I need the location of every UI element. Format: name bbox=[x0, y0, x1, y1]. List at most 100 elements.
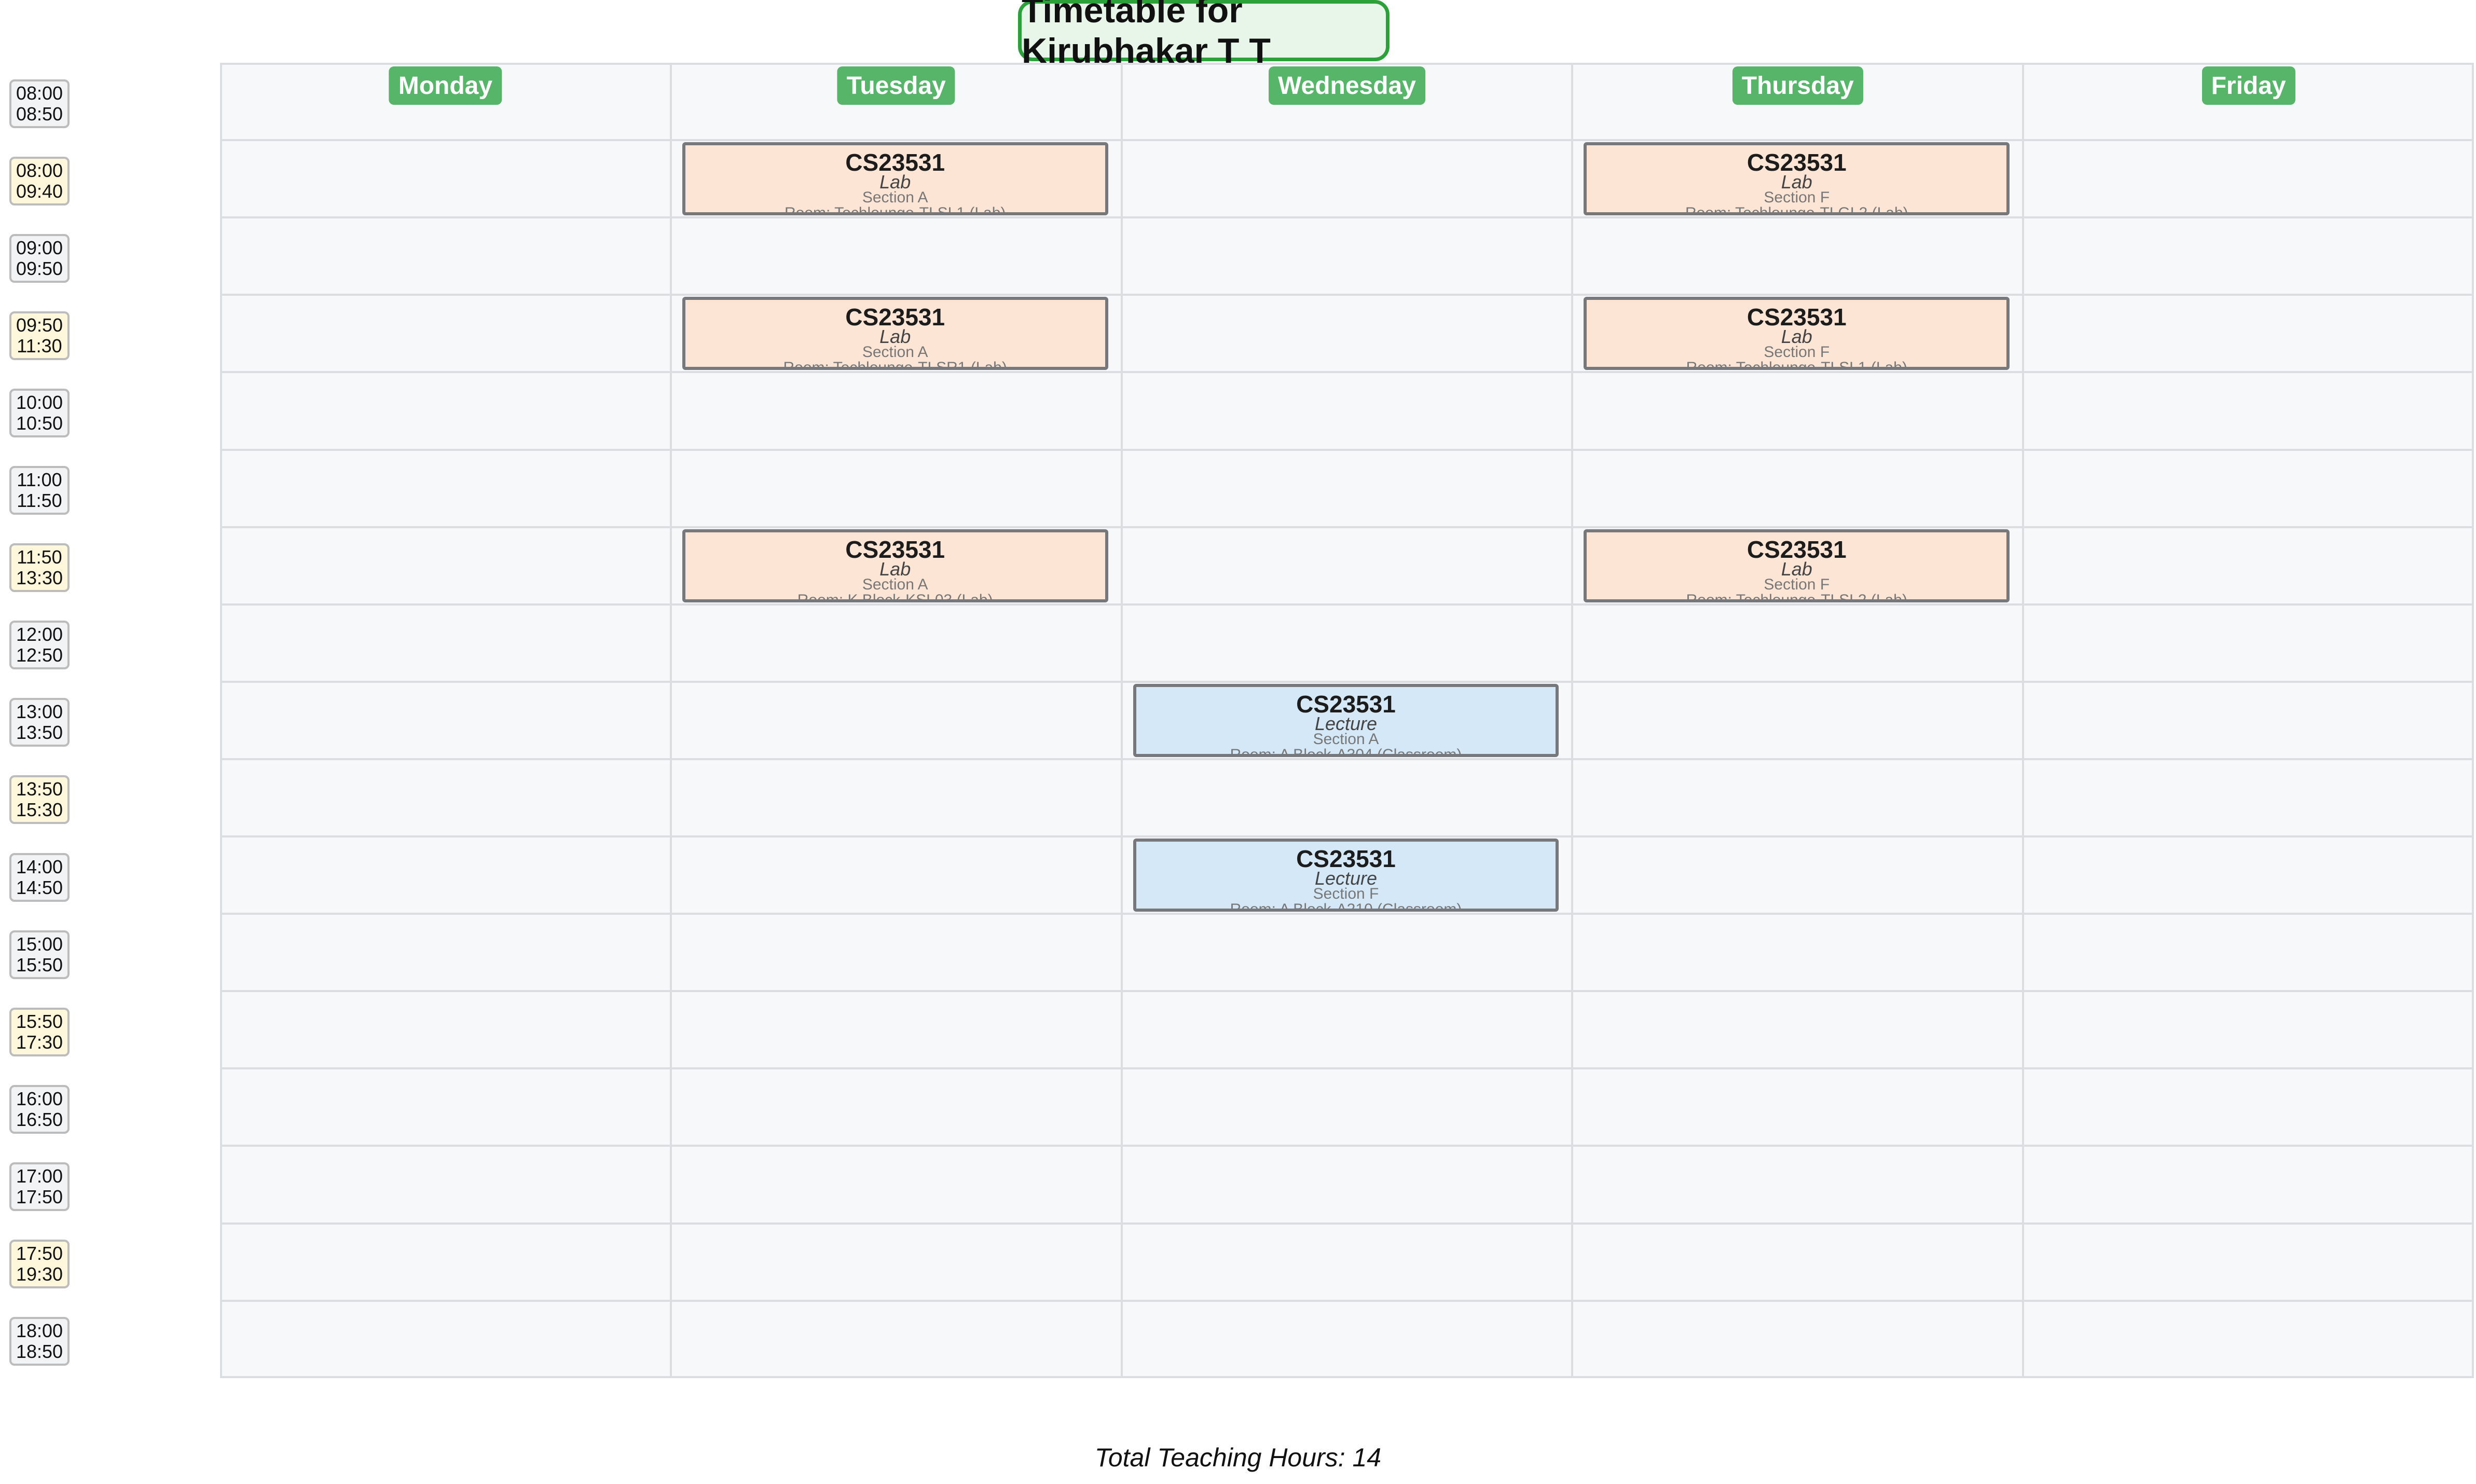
class-room: Room: K Block-KSL03 (Lab) bbox=[797, 591, 993, 602]
time-slot-start: 17:50 bbox=[16, 1243, 63, 1265]
day-header-monday: Monday bbox=[389, 66, 502, 105]
time-slot-start: 14:00 bbox=[16, 856, 63, 877]
day-header-tuesday: Tuesday bbox=[837, 66, 955, 105]
time-slot-start: 09:50 bbox=[16, 314, 63, 336]
grid-row-divider bbox=[220, 526, 2474, 528]
class-code: CS23531 bbox=[845, 149, 945, 176]
time-slot-end: 11:30 bbox=[17, 335, 62, 356]
class-type: Lab bbox=[879, 558, 911, 580]
time-slot-end: 13:50 bbox=[16, 722, 63, 744]
time-slot-end: 16:50 bbox=[16, 1108, 63, 1130]
class-room: Room: Techlounge-TLSL2 (Lab) bbox=[1686, 591, 1907, 602]
class-section: Section A bbox=[1313, 730, 1379, 748]
grid-column-divider bbox=[1120, 63, 1123, 1378]
time-slot-start: 18:00 bbox=[16, 1320, 63, 1342]
class-section: Section A bbox=[862, 575, 928, 593]
time-slot-start: 12:00 bbox=[16, 624, 63, 645]
class-section: Section A bbox=[862, 189, 928, 207]
class-type: Lab bbox=[1781, 558, 1812, 580]
grid-column-divider bbox=[1571, 63, 1574, 1378]
grid-row-divider bbox=[220, 603, 2474, 606]
time-slot-start: 11:00 bbox=[17, 469, 62, 491]
class-code: CS23531 bbox=[845, 304, 945, 331]
time-slot-end: 12:50 bbox=[16, 644, 63, 666]
class-type: Lab bbox=[1781, 326, 1812, 348]
day-header-thursday: Thursday bbox=[1732, 66, 1863, 105]
time-slot-end: 11:50 bbox=[17, 490, 62, 512]
class-section: Section F bbox=[1764, 189, 1830, 207]
time-slot-start: 15:00 bbox=[16, 933, 63, 955]
class-section: Section A bbox=[862, 343, 928, 361]
time-slot-end: 10:50 bbox=[16, 412, 63, 434]
class-type: Lab bbox=[879, 171, 911, 193]
class-room: Room: Techlounge-TLSR1 (Lab) bbox=[783, 359, 1007, 370]
class-room: Room: Techlounge-TLSL1 (Lab) bbox=[785, 204, 1006, 216]
time-slot-start: 17:00 bbox=[16, 1165, 63, 1187]
grid-row-divider bbox=[220, 1222, 2474, 1225]
time-slot-start: 09:00 bbox=[16, 237, 63, 258]
time-slot-end: 17:50 bbox=[16, 1186, 63, 1207]
class-room: Room: Techlounge-TLGL2 (Lab) bbox=[1685, 204, 1908, 216]
time-slot-start: 13:00 bbox=[16, 701, 63, 723]
time-slot-end: 09:50 bbox=[16, 257, 63, 279]
class-section: Section F bbox=[1764, 343, 1830, 361]
grid-column-divider bbox=[2022, 63, 2025, 1378]
grid-row-divider bbox=[220, 448, 2474, 451]
time-slot-end: 08:50 bbox=[16, 103, 63, 125]
time-slot-end: 17:30 bbox=[16, 1031, 63, 1053]
day-header-friday: Friday bbox=[2202, 66, 2295, 105]
class-section: Section F bbox=[1764, 575, 1830, 593]
time-slot-start: 08:00 bbox=[16, 159, 63, 181]
class-room: Room: Techlounge-TLSL1 (Lab) bbox=[1686, 359, 1907, 370]
page-title: Timetable for Kirubhakar T T bbox=[1018, 0, 1390, 71]
time-slot-end: 15:30 bbox=[16, 799, 63, 821]
day-header-wednesday: Wednesday bbox=[1269, 66, 1425, 105]
grid-row-divider bbox=[220, 680, 2474, 683]
grid-row-divider bbox=[220, 139, 2474, 142]
time-slot-end: 13:30 bbox=[16, 567, 63, 589]
time-slot-start: 08:00 bbox=[16, 82, 63, 104]
time-slot-start: 10:00 bbox=[16, 391, 63, 413]
time-slot-start: 16:00 bbox=[16, 1088, 63, 1109]
class-code: CS23531 bbox=[1296, 845, 1396, 872]
time-slot-start: 11:50 bbox=[17, 546, 62, 568]
time-slot-start: 15:50 bbox=[16, 1010, 63, 1032]
class-room: Room: A Block-A304 (Classroom) bbox=[1230, 746, 1462, 757]
grid-row-divider bbox=[220, 835, 2474, 837]
total-hours-label: Total Teaching Hours: 14 bbox=[1094, 1443, 1382, 1472]
grid-row-divider bbox=[220, 1299, 2474, 1302]
grid-row-divider bbox=[220, 216, 2474, 219]
grid-row-divider bbox=[220, 990, 2474, 993]
grid-row-divider bbox=[220, 294, 2474, 296]
class-room: Room: A Block-A210 (Classroom) bbox=[1230, 901, 1462, 912]
class-type: Lecture bbox=[1314, 712, 1378, 734]
class-code: CS23531 bbox=[1746, 535, 1847, 563]
grid-row-divider bbox=[220, 1145, 2474, 1147]
grid-row-divider bbox=[220, 913, 2474, 915]
class-code: CS23531 bbox=[1746, 149, 1847, 176]
time-slot-start: 13:50 bbox=[16, 778, 63, 800]
class-code: CS23531 bbox=[845, 535, 945, 563]
class-code: CS23531 bbox=[1746, 304, 1847, 331]
